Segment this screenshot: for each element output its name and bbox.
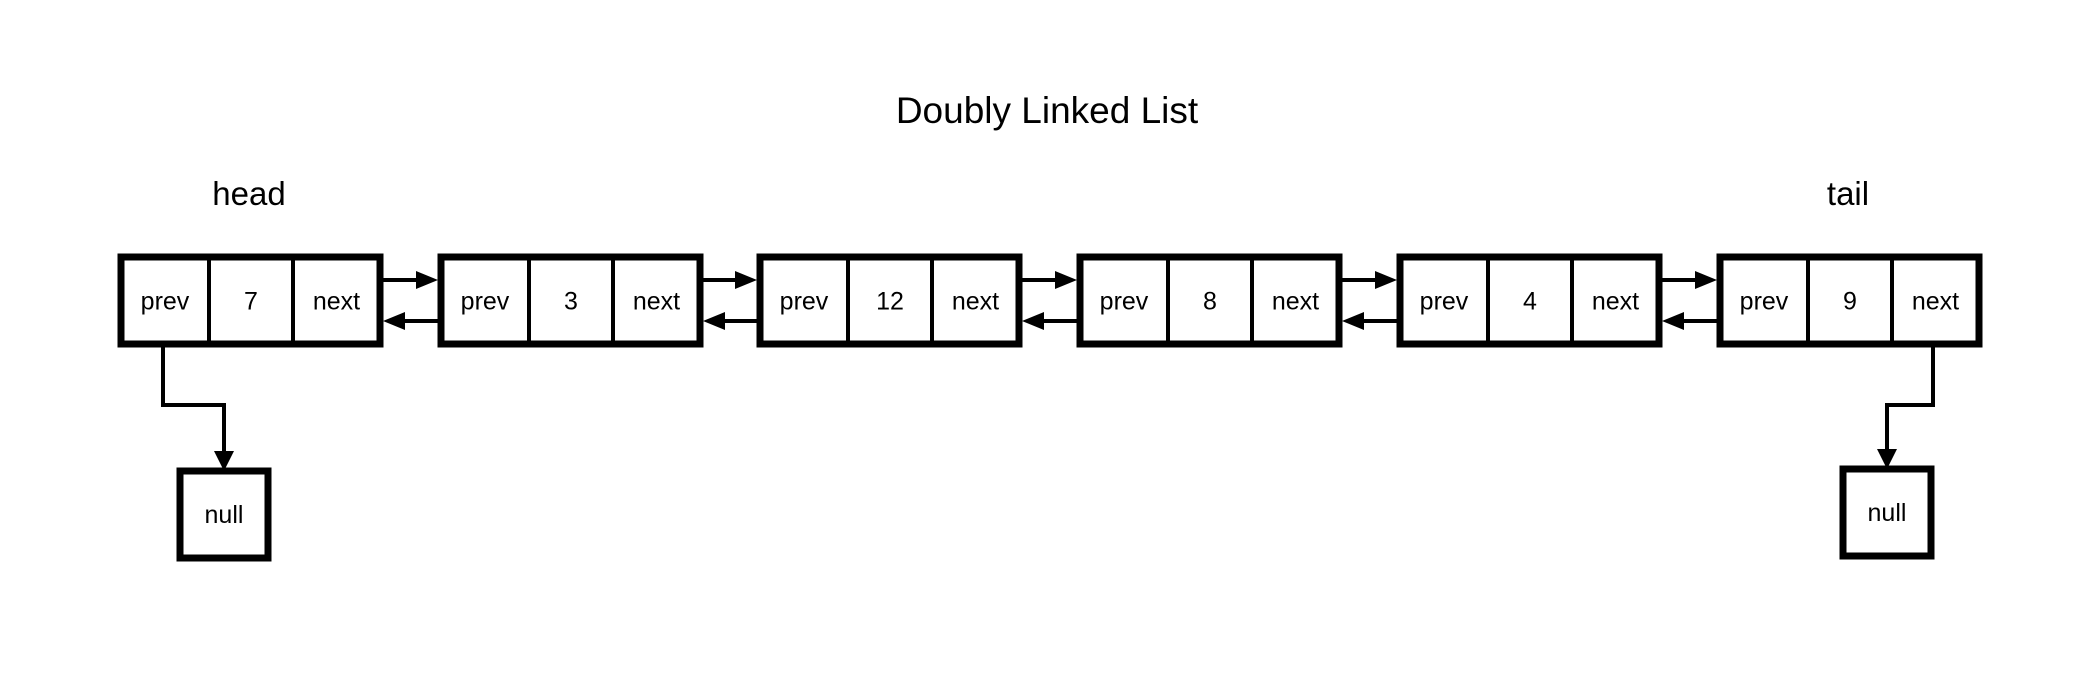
- prev-pointer-arrow: [1342, 312, 1397, 330]
- node-prev-cell: prev: [1740, 288, 1789, 316]
- null-label-right: null: [1868, 499, 1907, 527]
- list-node: prev 8 next: [1076, 253, 1343, 348]
- prev-pointer-arrow: [383, 312, 438, 330]
- node-next-cell: next: [952, 288, 999, 316]
- node-value-cell: 8: [1203, 288, 1217, 316]
- node-box: [1716, 253, 1983, 348]
- node-next-cell: next: [1592, 288, 1639, 316]
- null-node-right: null: [1839, 465, 1935, 560]
- list-node: prev 12 next: [756, 253, 1023, 348]
- next-pointer-arrow: [1342, 271, 1397, 289]
- prev-pointer-arrow: [703, 312, 757, 330]
- node-box: [437, 253, 704, 348]
- node-value-cell: 9: [1843, 288, 1857, 316]
- null-label-left: null: [205, 501, 244, 529]
- node-next-cell: next: [1272, 288, 1319, 316]
- prev-pointer-arrow: [1022, 312, 1077, 330]
- list-node: prev 9 next: [1716, 253, 1983, 348]
- tail-next-to-null-arrow: [1877, 346, 1935, 469]
- node-next-cell: next: [633, 288, 680, 316]
- node-next-cell: next: [1912, 288, 1959, 316]
- list-node: prev 4 next: [1396, 253, 1663, 348]
- head-prev-to-null-arrow: [161, 346, 234, 471]
- node-box: [1076, 253, 1343, 348]
- tail-label: tail: [1827, 175, 1869, 212]
- head-label: head: [212, 175, 285, 212]
- node-prev-cell: prev: [461, 288, 510, 316]
- node-next-cell: next: [313, 288, 360, 316]
- prev-pointer-arrow: [1662, 312, 1717, 330]
- next-pointer-arrow: [1662, 271, 1717, 289]
- null-node-left: null: [176, 467, 272, 562]
- node-prev-cell: prev: [1100, 288, 1149, 316]
- list-node: prev 3 next: [437, 253, 704, 348]
- node-value-cell: 4: [1523, 288, 1537, 316]
- links-group: [383, 271, 1717, 330]
- node-box: [756, 253, 1023, 348]
- next-pointer-arrow: [703, 271, 757, 289]
- node-prev-cell: prev: [141, 288, 190, 316]
- node-value-cell: 3: [564, 288, 578, 316]
- next-pointer-arrow: [1022, 271, 1077, 289]
- node-prev-cell: prev: [1420, 288, 1469, 316]
- next-pointer-arrow: [383, 271, 438, 289]
- node-box: [117, 253, 384, 348]
- list-node: prev 7 next: [117, 253, 384, 348]
- node-box: [1396, 253, 1663, 348]
- node-prev-cell: prev: [780, 288, 829, 316]
- node-value-cell: 7: [244, 288, 258, 316]
- node-value-cell: 12: [876, 288, 904, 316]
- diagram-title: Doubly Linked List: [896, 90, 1199, 131]
